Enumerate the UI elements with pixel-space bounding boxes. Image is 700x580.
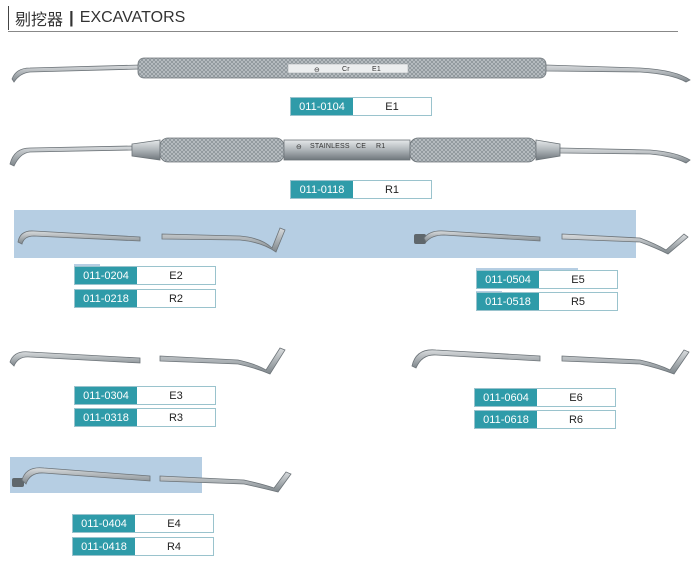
tag-model: E2: [169, 269, 183, 282]
tag-model: E4: [167, 517, 181, 530]
tag-011-0618: 011-0618 R6: [474, 410, 616, 429]
tag-code: 011-0204: [75, 267, 137, 284]
r1-handle-mark-logo: ⊖: [296, 144, 303, 151]
tag-model: E1: [385, 100, 399, 113]
tag-011-0504: 011-0504 E5: [476, 270, 618, 289]
r1-grip-right: [409, 137, 537, 163]
tag-code: 011-0118: [291, 181, 353, 198]
e1-handle-mark-cr: Cr: [342, 66, 350, 73]
e1-handle-mark-model: E1: [372, 66, 381, 73]
tag-code: 011-0604: [475, 389, 537, 406]
e1-handle-mark-logo: ⊖: [314, 67, 321, 74]
tag-code: 011-0218: [75, 290, 137, 307]
r1-right-tip: [559, 147, 691, 164]
tag-011-0404: 011-0404 E4: [72, 514, 214, 533]
tag-model: R1: [384, 183, 400, 196]
r1-left-tip: [9, 145, 133, 167]
tag-code: 011-0618: [475, 411, 537, 428]
r1-handle-mark-stainless: STAINLESS: [310, 143, 350, 150]
tag-011-0218: 011-0218 R2: [74, 289, 216, 308]
instrument-r1-image: [9, 137, 691, 167]
tag-011-0304: 011-0304 E3: [74, 386, 216, 405]
tag-code: 011-0318: [75, 409, 137, 426]
tag-011-0118: 011-0118 R1: [290, 180, 432, 199]
tips-e3-r3-image: [9, 347, 286, 375]
tag-model: R2: [168, 292, 184, 305]
tag-code: 011-0304: [75, 387, 137, 404]
tag-model: R6: [568, 413, 584, 426]
e1-left-tip: [11, 64, 141, 83]
tag-011-0204: 011-0204 E2: [74, 266, 216, 285]
header-divider: [8, 31, 678, 32]
header-separator: |: [69, 8, 74, 27]
tag-model: E3: [169, 389, 183, 402]
tag-011-0518: 011-0518 R5: [476, 292, 618, 311]
tag-011-0418: 011-0418 R4: [72, 537, 214, 556]
tips-e4-r4-image: [12, 467, 292, 493]
tips-e2-r2-image: [17, 227, 286, 253]
r1-handle-mark-ce: CE: [356, 143, 367, 150]
tips-e6-r6-image: [411, 349, 690, 375]
tag-code: 011-0504: [477, 271, 539, 288]
r1-handle-mark-model: R1: [376, 143, 386, 150]
header-title-zh: 剔挖器: [15, 10, 64, 29]
e1-right-tip: [545, 64, 691, 83]
tag-code: 011-0404: [73, 515, 135, 532]
tag-model: R5: [570, 295, 586, 308]
tag-model: E5: [571, 273, 585, 286]
tag-011-0104: 011-0104 E1: [290, 97, 432, 116]
instrument-e1-image: [11, 57, 691, 83]
tips-e5-r5-image: [414, 230, 689, 255]
tag-code: 011-0518: [477, 293, 539, 310]
tag-model: E6: [569, 391, 583, 404]
tag-code: 011-0104: [291, 98, 353, 115]
tag-code: 011-0418: [73, 538, 135, 555]
tag-011-0318: 011-0318 R3: [74, 408, 216, 427]
r1-grip-left: [159, 137, 285, 163]
tag-model: R3: [168, 411, 184, 424]
tag-model: R4: [166, 540, 182, 553]
highlight-band-row-2: [14, 210, 636, 258]
tag-011-0604: 011-0604 E6: [474, 388, 616, 407]
catalog-header: 剔挖器 | EXCAVATORS: [8, 6, 185, 30]
header-title-en: EXCAVATORS: [79, 9, 186, 26]
